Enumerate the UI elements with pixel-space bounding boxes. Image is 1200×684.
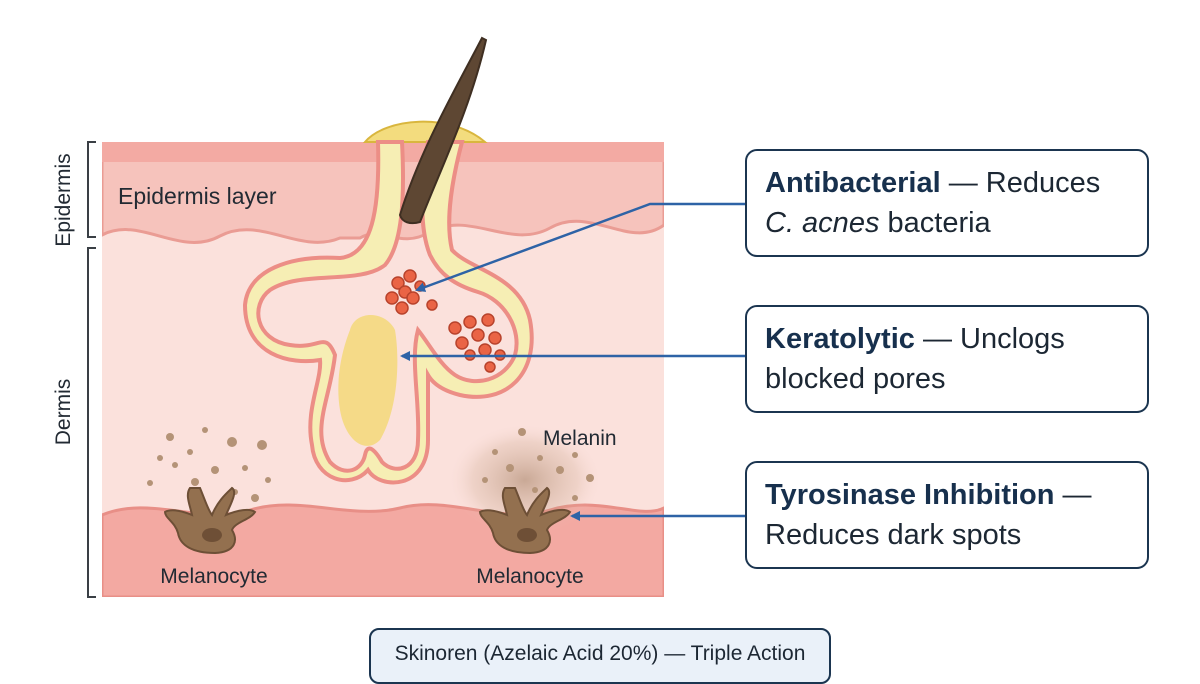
callout-antibacterial-text-b: bacteria [879,207,991,239]
callout-keratolytic-line-2: blocked pores [765,363,946,395]
epidermis-side-label: Epidermis [52,153,75,246]
callout-keratolytic-dash: — [914,323,961,355]
sebum-plug [362,120,488,143]
melanocyte-left-cell [163,486,257,555]
epidermis-layer-label: Epidermis layer [118,183,277,209]
layer-brackets [87,141,96,598]
callout-antibacterial-title: Antibacterial [765,167,941,199]
melanocyte-right-label: Melanocyte [476,565,583,588]
callout-antibacterial-line-1: Antibacterial — Reduces [765,163,1129,203]
callout-tyrosinase-title: Tyrosinase Inhibition [765,479,1055,511]
callout-tyrosinase-dash: — [1054,479,1092,511]
melanin-cloud [450,425,600,535]
callout-keratolytic-line-1: Keratolytic — Unclogs [765,319,1129,359]
dermis-side-label: Dermis [52,379,75,446]
callout-keratolytic-text-a: Unclogs [960,323,1065,355]
callout-antibacterial-dash: — [940,167,986,199]
callout-tyrosinase: Tyrosinase Inhibition — Reduces dark spo… [745,461,1149,569]
melanocyte-left-label: Melanocyte [160,565,267,588]
footer-caption-text: Skinoren (Azelaic Acid 20%) — Triple Act… [394,642,806,665]
callout-antibacterial-species: C. acnes [765,207,880,239]
melanocyte-right-cell [478,486,572,555]
callout-antibacterial-text-a: Reduces [985,167,1101,199]
footer-caption: Skinoren (Azelaic Acid 20%) — Triple Act… [369,628,831,684]
callout-tyrosinase-line-1: Tyrosinase Inhibition — [765,475,1129,515]
callout-keratolytic-title: Keratolytic [765,323,915,355]
melanin-dots [147,427,594,502]
callout-arrows [400,202,745,521]
hair-follicle [242,140,534,485]
hair-shaft [398,36,488,225]
melanin-label: Melanin [543,427,617,450]
callout-tyrosinase-line-2: Reduces dark spots [765,519,1022,551]
callout-antibacterial: Antibacterial — Reduces C. acnes bacteri… [745,149,1149,257]
callout-antibacterial-line-2: C. acnes bacteria [765,203,1129,243]
callout-keratolytic: Keratolytic — Unclogs blocked pores [745,305,1149,413]
keratin-plug [338,315,398,446]
arrow-antibacterial [415,202,745,292]
